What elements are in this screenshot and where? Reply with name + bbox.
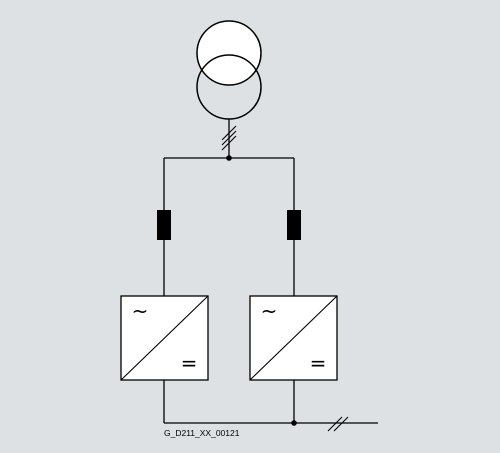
right-converter-icon: ~ = [249,295,338,381]
transformer-icon [196,20,262,120]
dc-bus-junction-dot [291,420,297,426]
left-converter-icon: ~ = [120,295,209,381]
ac-bus-junction-dot [226,155,232,161]
left-converter-ac-symbol: ~ [132,299,149,323]
transformer-primary-winding [196,20,262,86]
right-reactor-icon [287,210,301,240]
three-phase-tick-icon [221,125,237,151]
left-converter-dc-symbol: = [181,351,198,375]
figure-id-label: G_D211_XX_00121 [164,428,240,438]
right-converter-ac-symbol: ~ [261,299,278,323]
right-converter-dc-symbol: = [310,351,327,375]
bus-tick-icon [327,416,349,432]
left-reactor-icon [157,210,171,240]
